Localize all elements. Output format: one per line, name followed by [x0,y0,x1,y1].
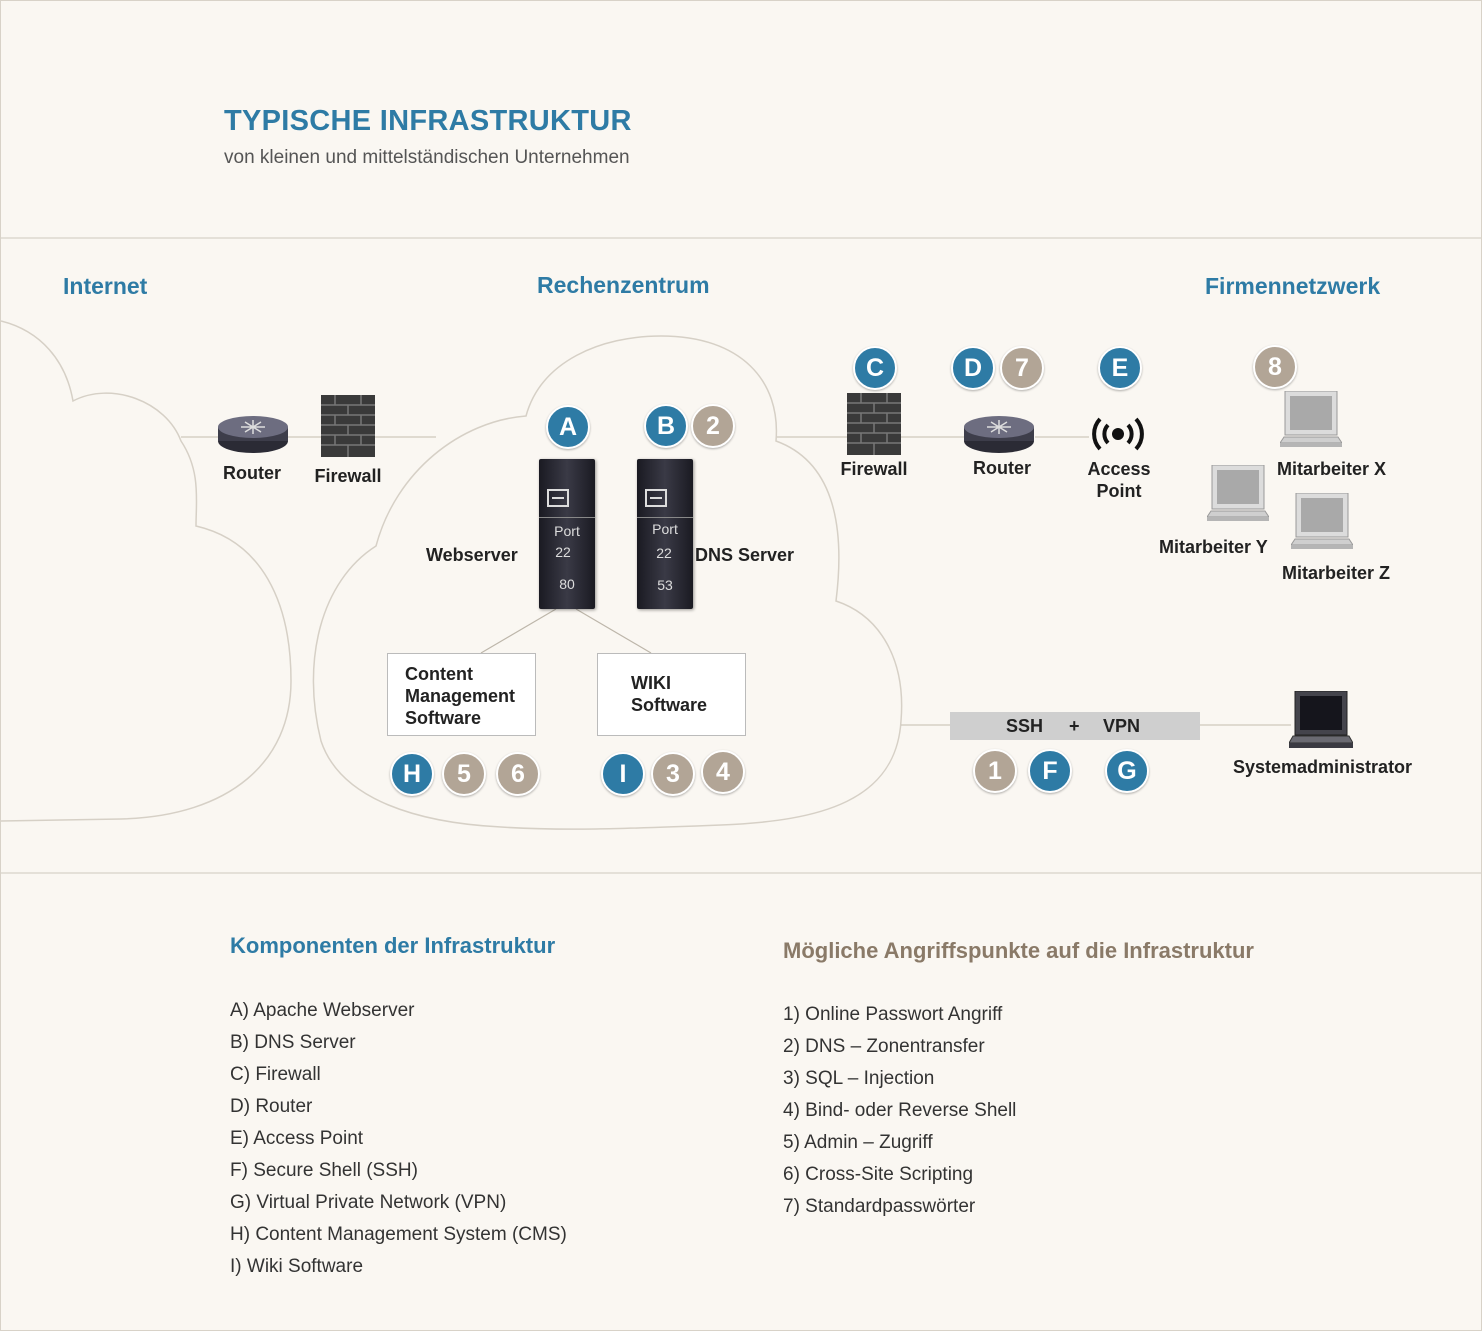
sysadmin-label: Systemadministrator [1233,757,1413,777]
router-icon [964,416,1034,453]
router-icon [218,416,288,453]
badge-e: E [1098,346,1142,390]
badge-4: 4 [701,750,745,794]
laptop-icon [1207,465,1269,521]
badge-f: F [1028,749,1072,793]
wiki-line-1: WIKI [631,673,671,693]
router-internet-label: Router [223,463,281,483]
firewall-corp-label: Firewall [840,459,908,479]
list-item: 2) DNS – Zonentransfer [783,1036,985,1057]
attacks-list: 1) Online Passwort Angriff 2) DNS – Zone… [783,999,1016,1223]
badge-6: 6 [496,752,540,796]
firewall-icon [847,393,901,455]
laptop-icon [1280,391,1342,447]
vpn-label: VPN [1103,716,1141,736]
dns-port-53: 53 [657,577,673,593]
badge-1: 1 [973,749,1017,793]
list-item: H) Content Management System (CMS) [230,1224,567,1245]
components-heading: Komponenten der Infrastruktur [230,933,556,958]
laptop-icon [1289,691,1353,748]
dns-port-22: 22 [656,545,672,561]
router-corp-label: Router [973,458,1031,478]
list-item: 3) SQL – Injection [783,1068,935,1089]
cms-line-1: Content [405,664,473,684]
page-title: TYPISCHE INFRASTRUKTUR [224,105,632,137]
list-item: E) Access Point [230,1128,364,1149]
cms-line-3: Software [405,708,482,728]
list-item: D) Router [230,1096,313,1117]
list-item: B) DNS Server [230,1032,356,1053]
webserver-label: Webserver [426,545,518,565]
dns-port-label: Port [652,521,678,537]
components-list: A) Apache Webserver B) DNS Server C) Fir… [230,995,567,1283]
badge-7: 7 [1000,346,1044,390]
badge-d: D [951,346,995,390]
zone-corporate: Firmennetzwerk [1205,273,1381,299]
dns-server-label: DNS Server [695,545,795,565]
cms-box: Content Management Software [387,653,536,736]
attacks-heading: Mögliche Angriffspunkte auf die Infrastr… [783,938,1254,963]
zone-datacenter: Rechenzentrum [537,272,710,298]
dns-server-icon: Port 22 53 [637,459,693,609]
ssh-label: SSH [1006,716,1044,736]
firewall-internet-label: Firewall [314,466,382,486]
plus-label: + [1069,716,1080,736]
list-item: G) Virtual Private Network (VPN) [230,1192,507,1213]
badge-8: 8 [1253,345,1297,389]
badge-g: G [1105,749,1149,793]
laptop-icon [1291,493,1353,549]
list-item: 6) Cross-Site Scripting [783,1164,974,1185]
employee-y-label: Mitarbeiter Y [1159,537,1268,557]
badge-5: 5 [442,752,486,796]
wiki-box: WIKI Software [597,653,746,736]
access-point-label-2: Point [1096,481,1142,501]
webserver-port-label: Port [554,523,580,539]
webserver-port-80: 80 [559,576,575,592]
zone-internet: Internet [63,273,148,299]
cms-line-2: Management [405,686,516,706]
internet-cloud [1,320,292,822]
webserver-port-22: 22 [555,544,571,560]
badge-h: H [390,752,434,796]
firewall-icon [321,395,375,457]
list-item: I) Wiki Software [230,1256,364,1277]
list-item: A) Apache Webserver [230,1000,415,1021]
list-item: 5) Admin – Zugriff [783,1132,933,1153]
list-item: 1) Online Passwort Angriff [783,1004,1003,1025]
badge-c: C [853,346,897,390]
employee-z-label: Mitarbeiter Z [1282,563,1391,583]
wiki-line-2: Software [631,695,708,715]
access-point-label-1: Access [1087,459,1151,479]
webserver-icon: Port 22 80 [539,459,595,609]
wifi-icon [1092,417,1144,451]
employee-x-label: Mitarbeiter X [1277,459,1387,479]
badge-3: 3 [651,752,695,796]
page-subtitle: von kleinen und mittelständischen Untern… [224,147,630,168]
datacenter-cloud [312,335,903,830]
list-item: 7) Standardpasswörter [783,1196,976,1217]
badge-2: 2 [691,404,735,448]
badge-i: I [601,752,645,796]
list-item: 4) Bind- oder Reverse Shell [783,1100,1017,1121]
badge-a: A [546,405,590,449]
ssh-vpn-tunnel [950,712,1200,740]
badge-b: B [644,404,688,448]
list-item: F) Secure Shell (SSH) [230,1160,418,1181]
list-item: C) Firewall [230,1064,321,1085]
